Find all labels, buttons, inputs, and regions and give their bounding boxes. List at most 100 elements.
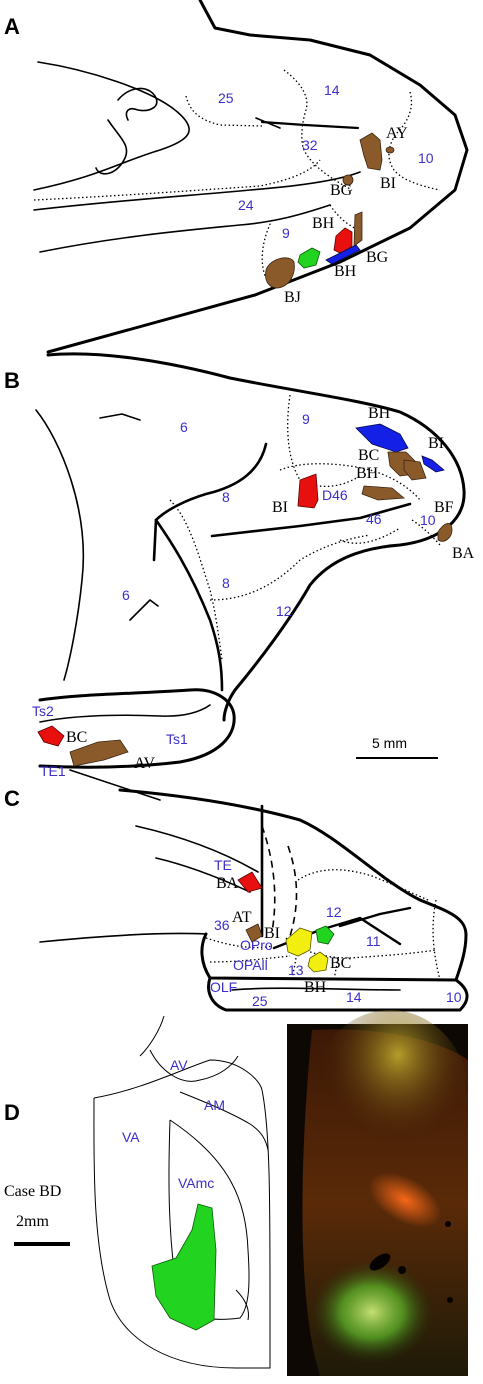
area-label: VAmc [178, 1175, 214, 1191]
panel-d-am [179, 1091, 269, 1151]
injection-site-bg-lower [353, 211, 363, 247]
panel-c-medial [39, 932, 207, 943]
area-label: 36 [214, 917, 230, 933]
case-label: BA [216, 875, 239, 892]
case-label: BG [330, 182, 353, 199]
panel-c-boundary-2 [209, 955, 291, 963]
injection-site-bi-blue [421, 455, 445, 473]
area-label: TE [214, 857, 232, 873]
area-label: AV [170, 1057, 188, 1073]
case-label: BI [428, 435, 444, 452]
case-label: BF [434, 499, 454, 516]
panel-c-boundary-4 [285, 937, 437, 959]
injection-site-at [245, 923, 263, 943]
panel-b-principal [210, 502, 412, 538]
injection-site-bh-blue [355, 423, 409, 453]
injection-site-bj [265, 257, 295, 289]
area-label: Ts2 [32, 703, 54, 719]
panel-b-boundary-4 [279, 463, 421, 501]
case-label: BH [334, 263, 357, 280]
area-label: 10 [420, 512, 436, 528]
area-label: OPAll [233, 957, 268, 973]
panel-d-top [93, 1059, 263, 1099]
panel-a-inner-loop [117, 87, 158, 121]
case-label: BH [368, 405, 391, 422]
panel-c-boundary-5 [432, 899, 441, 981]
panel-b-tick-2 [129, 599, 159, 621]
panel-a-inner-loop2 [95, 119, 128, 175]
injection-site-bg [342, 174, 354, 186]
panel-a-outline [46, 0, 469, 354]
area-label: 11 [366, 933, 381, 949]
case-label: BH [356, 465, 379, 482]
area-label: 10 [418, 150, 434, 166]
panel-c-boundary-1 [205, 937, 273, 949]
injection-site-d46 [361, 485, 406, 501]
area-label: 24 [238, 197, 254, 213]
area-label: TE1 [40, 763, 66, 779]
injection-site-bi-red [297, 473, 319, 509]
case-label: BH [312, 215, 335, 232]
case-label: BI [380, 175, 396, 192]
panel-b-letter: B [4, 368, 20, 393]
panel-a-boundary-6 [329, 204, 363, 233]
panel-a-boundary-2 [283, 69, 353, 191]
case-label: BC [66, 729, 87, 746]
panel-a-boundary-3 [388, 91, 441, 191]
case-label: BJ [284, 289, 301, 306]
panel-b-boundary-6 [339, 527, 401, 544]
area-label: 14 [346, 989, 362, 1005]
area-label: Ts1 [166, 731, 188, 747]
area-label: 14 [324, 82, 340, 98]
injection-site-bh-red [333, 227, 353, 255]
area-label: 6 [180, 419, 188, 435]
panel-c-dashed-1 [261, 825, 276, 933]
panel-b-boundary-3 [209, 534, 371, 601]
injection-site-green-c [315, 925, 335, 945]
area-label: 8 [222, 489, 230, 505]
area-label: AM [204, 1097, 225, 1113]
panel-c-letter: C [4, 786, 20, 811]
panel-a-sulcus-tick [255, 117, 281, 129]
panel-b-temporal-inner [39, 704, 211, 723]
panel-b-tick-1 [99, 413, 141, 421]
area-label: OPro [240, 937, 273, 953]
panel-b-temporal [38, 688, 236, 769]
panel-a-medial-curve [33, 61, 190, 191]
area-label: 25 [252, 993, 268, 1009]
area-label: 25 [218, 90, 234, 106]
case-label: BI [272, 499, 288, 516]
area-label: 12 [276, 603, 292, 619]
area-label: VA [122, 1129, 140, 1145]
area-label: 46 [366, 511, 382, 527]
panel-c-boundary-3 [297, 869, 429, 901]
panel-c-top-curve [69, 769, 161, 801]
injection-site-ay [359, 132, 383, 171]
injection-site-green [297, 247, 321, 269]
injection-site-ay-small [385, 146, 395, 154]
panel-c-bottom [207, 976, 469, 1012]
panel-b: B 6 9 8 D46 46 10 6 8 12 Ts2 Ts1 TE1 [4, 352, 475, 779]
injection-site-bh-brown [403, 459, 427, 481]
panel-d-letter: D [4, 1100, 20, 1125]
panel-c-arc-1 [135, 825, 259, 873]
panel-d: D AV AM VA VAmc Case BD 2mm [4, 1010, 470, 1376]
panel-a-sulcus [260, 120, 360, 130]
injection-site-ba [437, 523, 453, 542]
case-label: BC [358, 447, 379, 464]
case-label: BG [366, 249, 389, 266]
area-label: D46 [322, 487, 348, 503]
panel-c-orbital-sulcus-2 [338, 906, 412, 928]
case-label: AT [232, 909, 252, 926]
injection-site-opro [285, 927, 313, 957]
case-label: BI [264, 925, 280, 942]
panel-c-outline [118, 788, 468, 982]
panel-c-arc-2 [155, 857, 251, 893]
area-label: 8 [222, 575, 230, 591]
panel-a-boundary-1 [185, 95, 263, 127]
area-label: 9 [282, 225, 290, 241]
area-label: 12 [326, 904, 342, 920]
panel-c-bottom-inner [231, 987, 401, 991]
case-label: AV [134, 755, 155, 772]
